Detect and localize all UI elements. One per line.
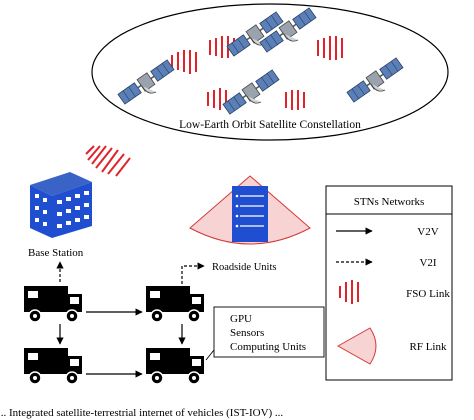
constellation-label: Low-Earth Orbit Satellite Constellation (179, 119, 361, 131)
base-station-icon (30, 172, 92, 238)
vehicle-icon (23, 285, 83, 323)
legend: STNs Networks V2V V2I FSO Link RF Link (325, 185, 453, 381)
component-computing-units: Computing Units (230, 341, 306, 353)
legend-v2i-label: V2I (419, 257, 436, 269)
vehicle-icon (23, 347, 83, 385)
v2v-links (56, 308, 186, 378)
vehicle-icon (145, 347, 205, 385)
ground-fso-link (85, 145, 131, 177)
legend-rf-icon (336, 327, 377, 365)
component-gpu: GPU (230, 313, 252, 325)
vehicle-icon (145, 285, 205, 323)
legend-title: STNs Networks (354, 196, 425, 208)
base-station-label: Base Station (28, 247, 84, 259)
vehicle-components-box (213, 306, 325, 358)
legend-fso-icon (339, 280, 359, 304)
component-sensors: Sensors (230, 327, 264, 339)
roadside-units-label: Roadside Units (212, 262, 276, 273)
roadside-unit-icon (189, 175, 311, 245)
v2i-links (56, 261, 205, 284)
figure-caption: ... Integrated satellite-terrestrial int… (0, 407, 283, 419)
legend-rf-label: RF Link (410, 341, 447, 353)
legend-fso-label: FSO Link (406, 288, 450, 300)
legend-v2v-label: V2V (417, 226, 438, 238)
